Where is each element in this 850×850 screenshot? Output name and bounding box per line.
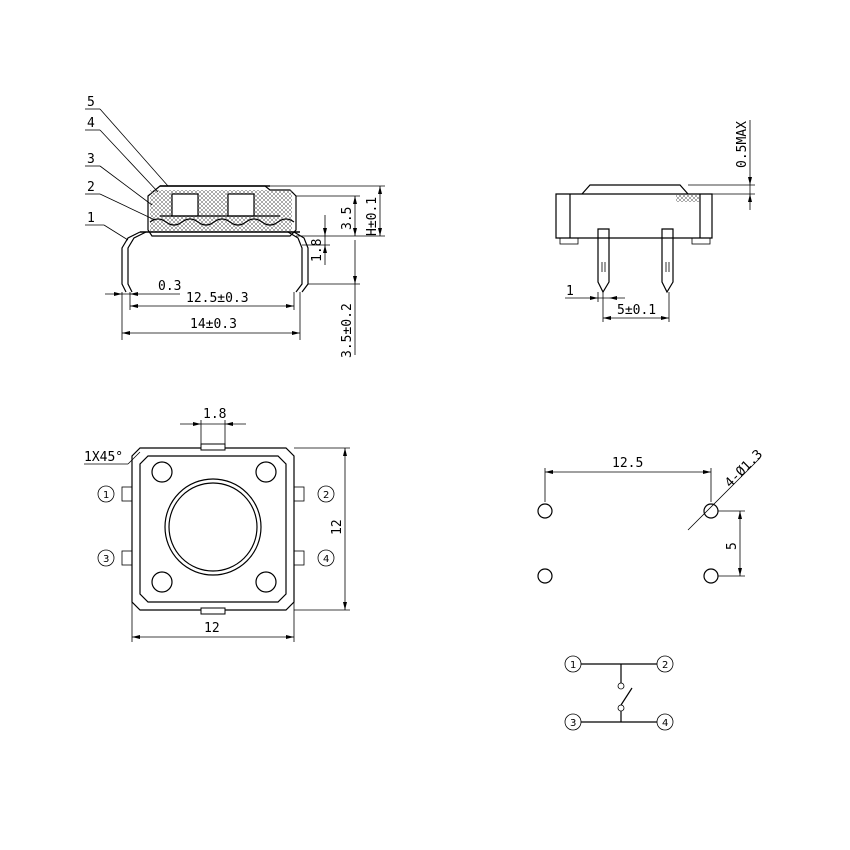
top-view: 1 2 3 4 1X45° 1.8 12 12 xyxy=(84,407,350,642)
top-pin-1-circle xyxy=(97,485,115,503)
callout-2: 2 xyxy=(87,180,95,195)
footprint-hole-3 xyxy=(537,568,553,584)
dim-h: H±0.1 xyxy=(365,197,380,236)
top-pin-4-circle xyxy=(317,549,335,567)
end-body xyxy=(555,193,713,239)
footprint-holes-label: 4-Ø1.3 xyxy=(722,447,766,491)
top-pin-1-label: 1 xyxy=(103,490,109,501)
footprint-hole-4 xyxy=(703,568,719,584)
end-view: 0.5MAX 1 5±0.1 xyxy=(555,120,755,322)
end-cap xyxy=(581,184,689,195)
footprint-dim-12-5: 12.5 xyxy=(612,456,643,471)
pin-stub-4 xyxy=(293,550,305,566)
dim-1: 1 xyxy=(566,284,574,299)
actuator-outer xyxy=(164,478,262,576)
switch-schematic: 1 2 3 4 xyxy=(564,655,674,731)
dim-3-5: 3.5 xyxy=(340,207,355,230)
sch-pin-2-label: 2 xyxy=(662,660,668,671)
side-body-hatch xyxy=(150,190,292,232)
side-lead-right-inner xyxy=(287,231,303,293)
sch-contact-bottom xyxy=(617,704,625,712)
top-dim-12-h: 12 xyxy=(204,621,220,636)
dim-0-5max: 0.5MAX xyxy=(735,121,750,168)
callout-1: 1 xyxy=(87,211,95,226)
side-lead-left-inner xyxy=(127,231,147,293)
side-dome-contact xyxy=(149,218,295,226)
callout-4: 4 xyxy=(87,116,95,131)
top-notch-bottom xyxy=(200,607,226,615)
dim-0-3: 0.3 xyxy=(158,279,181,294)
side-vertical-dims: H±0.1 3.5 1.8 3.5±0.2 xyxy=(270,185,385,358)
sch-contact-top xyxy=(617,682,625,690)
end-hatch-right xyxy=(676,194,700,202)
chamfer-label: 1X45° xyxy=(84,450,123,465)
top-pin-3-circle xyxy=(97,549,115,567)
corner-hole-bl xyxy=(151,571,173,593)
top-pin-4-label: 4 xyxy=(323,554,329,565)
side-dims: 0.3 12.5±0.3 14±0.3 xyxy=(105,279,301,340)
top-pin-2-label: 2 xyxy=(323,490,329,501)
side-view: 5 4 3 2 1 0.3 12.5±0.3 14±0.3 xyxy=(85,95,385,358)
dim-12-5: 12.5±0.3 xyxy=(186,291,249,306)
sch-pin-4-label: 4 xyxy=(662,718,668,729)
side-stem-right xyxy=(227,193,255,217)
end-pin-left xyxy=(597,228,610,294)
sch-pin-1-label: 1 xyxy=(570,660,576,671)
sch-switch-arm xyxy=(620,687,633,706)
corner-hole-tl xyxy=(151,461,173,483)
callout-5: 5 xyxy=(87,95,95,110)
dim-1-8: 1.8 xyxy=(310,239,325,262)
footprint-dim-5: 5 xyxy=(725,542,740,550)
top-dim-12-v: 12 xyxy=(330,519,345,535)
pin-stub-2 xyxy=(293,486,305,502)
end-pin-right xyxy=(661,228,674,294)
side-lead-left xyxy=(121,231,141,293)
top-outer-outline xyxy=(131,447,295,611)
top-pin-3-label: 3 xyxy=(103,554,109,565)
corner-hole-br xyxy=(255,571,277,593)
pcb-footprint: 12.5 4-Ø1.3 5 xyxy=(537,447,766,584)
corner-hole-tr xyxy=(255,461,277,483)
end-foot-left xyxy=(559,237,579,245)
callout-3: 3 xyxy=(87,152,95,167)
end-foot-right xyxy=(691,237,711,245)
sch-pin-3-label: 3 xyxy=(570,718,576,729)
pin-stub-1 xyxy=(121,486,133,502)
top-pin-2-circle xyxy=(317,485,335,503)
side-lead-right xyxy=(293,231,309,293)
top-inner-outline xyxy=(139,455,287,603)
side-stem-left xyxy=(171,193,199,217)
footprint-hole-1 xyxy=(537,503,553,519)
actuator-inner xyxy=(168,482,258,572)
footprint-hole-2 xyxy=(703,503,719,519)
top-dim-1-8: 1.8 xyxy=(203,407,226,422)
side-callouts: 5 4 3 2 1 xyxy=(85,95,169,241)
dim-14: 14±0.3 xyxy=(190,317,237,332)
pin-stub-3 xyxy=(121,550,133,566)
dim-3-5-lead: 3.5±0.2 xyxy=(340,303,355,358)
top-notch-top xyxy=(200,443,226,451)
dim-5-end: 5±0.1 xyxy=(617,303,656,318)
